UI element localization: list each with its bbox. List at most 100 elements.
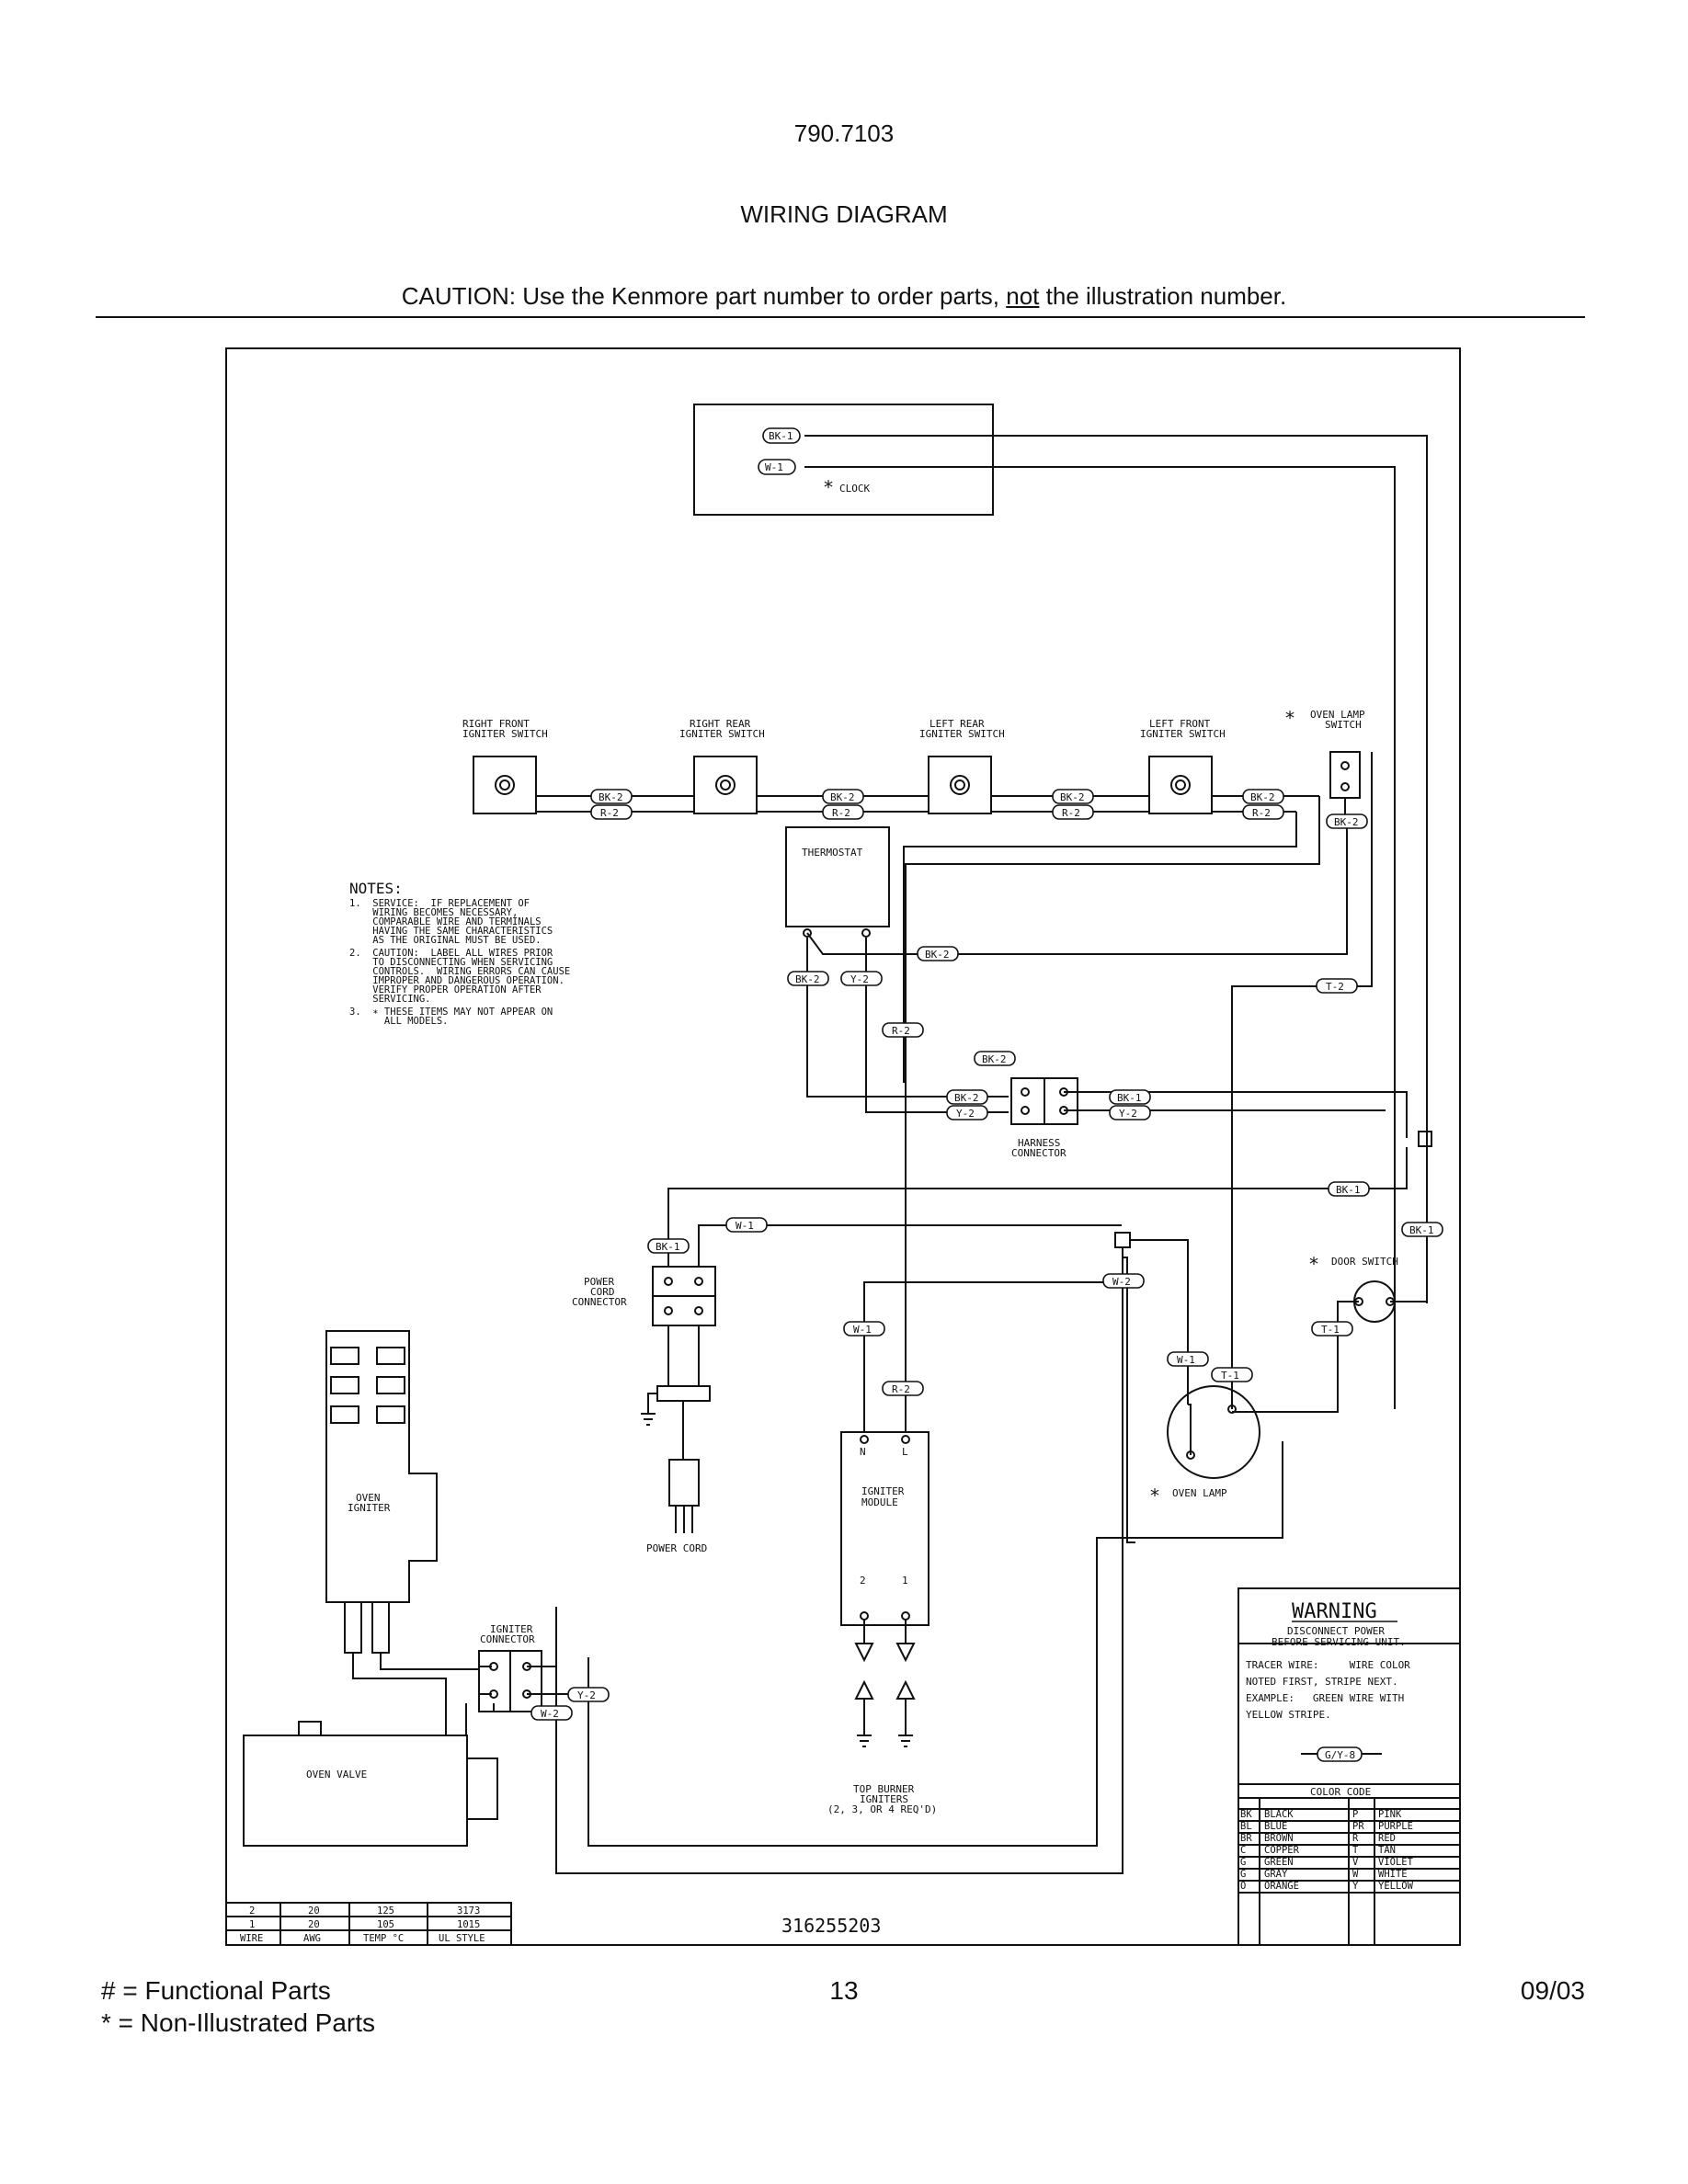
footer-functional-parts: # = Functional Parts [101, 1976, 331, 2005]
tracer-line: EXAMPLE: GREEN WIRE WITH [1246, 1692, 1404, 1704]
label-oven-lamp-switch-1: OVEN LAMP [1310, 709, 1365, 721]
note-line: COMPARABLE WIRE AND TERMINALS [349, 916, 542, 927]
cc-abbr: BR [1240, 1833, 1252, 1844]
wt-cell: 125 [377, 1905, 394, 1917]
cc-name: GRAY [1264, 1869, 1288, 1880]
note-line: IMPROPER AND DANGEROUS OPERATION. [349, 975, 565, 986]
asterisk-oven-lamp: ∗ [1149, 1481, 1160, 1503]
wt-cell: UL STYLE [439, 1933, 485, 1944]
tag-w2-igniter: W-2 [541, 1708, 559, 1720]
tag-t2: T-2 [1326, 981, 1344, 993]
warning-line-2: BEFORE SERVICING UNIT. [1272, 1636, 1406, 1648]
label-rf-2: IGNITER SWITCH [462, 728, 548, 740]
tag-clock-bk1: BK-1 [769, 430, 793, 442]
label-term-1: 1 [902, 1575, 908, 1587]
wt-cell: 20 [308, 1919, 320, 1930]
cc-name: COPPER [1264, 1845, 1300, 1856]
note-line: HAVING THE SAME CHARACTERISTICS [349, 926, 553, 937]
label-oven-lamp-switch-2: SWITCH [1325, 719, 1362, 731]
label-lf-2: IGNITER SWITCH [1140, 728, 1226, 740]
cc-abbr: G [1240, 1857, 1246, 1868]
cc-name: PINK [1378, 1809, 1402, 1820]
label-term-n: N [860, 1446, 866, 1458]
wire-table-cells: 2 20 125 3173 1 20 105 1015 WIRE AWG TEM… [240, 1905, 485, 1944]
label-term-2: 2 [860, 1575, 866, 1587]
note-line: VERIFY PROPER OPERATION AFTER [349, 984, 542, 995]
tag-bus-bk2-2: BK-2 [830, 791, 855, 803]
cc-name: BLACK [1264, 1809, 1294, 1820]
tag-y2-igniter: Y-2 [577, 1689, 596, 1701]
label-igniter-module-1: IGNITER [861, 1485, 905, 1497]
tag-t1-door: T-1 [1321, 1324, 1340, 1336]
clock-box [693, 404, 994, 516]
note-line: SERVICING. [349, 994, 431, 1005]
cc-name: BROWN [1264, 1833, 1294, 1844]
label-top-burner-3: (2, 3, OR 4 REQ'D) [827, 1803, 937, 1815]
asterisk-clock: ∗ [823, 472, 834, 495]
label-oven-igniter-2: IGNITER [348, 1502, 391, 1514]
label-clock: CLOCK [839, 483, 870, 495]
tag-harness-bk2: BK-2 [982, 1053, 1007, 1065]
label-term-l: L [902, 1446, 908, 1458]
tag-bus-bk2-3: BK-2 [1060, 791, 1085, 803]
footer-non-illustrated-parts: * = Non-Illustrated Parts [101, 2008, 376, 2037]
tag-lamp-bk2: BK-2 [1334, 816, 1359, 828]
thermostat-box [785, 826, 890, 927]
cc-abbr: R [1352, 1833, 1359, 1844]
diagram-frame [225, 347, 1461, 1946]
tag-t1-lamp: T-1 [1221, 1370, 1239, 1382]
wt-cell: 2 [249, 1905, 255, 1917]
label-rr-2: IGNITER SWITCH [679, 728, 765, 740]
label-harness-1: HARNESS [1018, 1137, 1060, 1149]
wt-cell: 20 [308, 1905, 320, 1917]
switch-right-front [473, 756, 537, 814]
cc-abbr: P [1352, 1809, 1358, 1820]
cc-name: VIOLET [1378, 1857, 1414, 1868]
note-line: AS THE ORIGINAL MUST BE USED. [349, 935, 542, 946]
tag-harness-bk1-r: BK-1 [1117, 1092, 1142, 1104]
label-lr-1: LEFT REAR [930, 718, 985, 730]
wt-cell: AWG [303, 1933, 321, 1944]
warning-title: WARNING [1292, 1600, 1377, 1623]
tag-bus-r2-3: R-2 [1062, 807, 1080, 819]
switch-left-front [1148, 756, 1213, 814]
tag-r2-module: R-2 [892, 1383, 910, 1395]
label-igniter-conn-2: CONNECTOR [480, 1633, 535, 1645]
label-oven-valve: OVEN VALVE [306, 1769, 367, 1780]
cc-name: RED [1378, 1833, 1396, 1844]
label-rr-1: RIGHT REAR [690, 718, 751, 730]
cc-abbr: G [1240, 1869, 1246, 1880]
wire-clock-bk1 [804, 435, 1428, 1303]
tracer-line: YELLOW STRIPE. [1246, 1709, 1331, 1721]
oven-lamp-symbol [1167, 1385, 1260, 1479]
wire-table [225, 1902, 512, 1946]
cc-name: YELLOW [1378, 1881, 1414, 1892]
cc-abbr: C [1240, 1845, 1246, 1856]
tag-thermo-bk2-b: BK-2 [795, 973, 820, 985]
door-switch-symbol [1353, 1280, 1396, 1323]
tag-bus-r2-1: R-2 [600, 807, 619, 819]
tag-clock-w1: W-1 [765, 461, 783, 473]
tag-harness-bk2-l: BK-2 [954, 1092, 979, 1104]
note-line: TO DISCONNECTING WHEN SERVICING [349, 957, 553, 968]
label-lr-2: IGNITER SWITCH [919, 728, 1005, 740]
switch-left-rear [928, 756, 992, 814]
label-igniter-conn-1: IGNITER [490, 1623, 533, 1635]
wire-clock-w1 [804, 466, 1396, 1409]
model-number: 790.7103 [793, 119, 895, 147]
color-code-rows: BK BLACK P PINK BL BLUE PR PURPLE BR BRO… [1240, 1809, 1414, 1892]
switch-right-rear [693, 756, 758, 814]
tag-bus-r2-4: R-2 [1252, 807, 1271, 819]
wt-cell: 1015 [457, 1919, 480, 1930]
label-pcc-1: POWER [584, 1276, 614, 1288]
wt-cell: WIRE [240, 1933, 263, 1944]
footer-date: 09/03 [1520, 1976, 1585, 2005]
tag-thermo-r2: R-2 [892, 1025, 910, 1037]
label-igniter-module-2: MODULE [861, 1496, 898, 1508]
asterisk-oven-lamp-switch: ∗ [1284, 703, 1295, 725]
note-line: 3. ∗ THESE ITEMS MAY NOT APPEAR ON [349, 1007, 553, 1018]
cc-name: WHITE [1378, 1869, 1408, 1880]
label-door-switch: DOOR SWITCH [1331, 1256, 1398, 1268]
notes-heading: NOTES: [349, 880, 403, 897]
cc-abbr: V [1352, 1857, 1359, 1868]
